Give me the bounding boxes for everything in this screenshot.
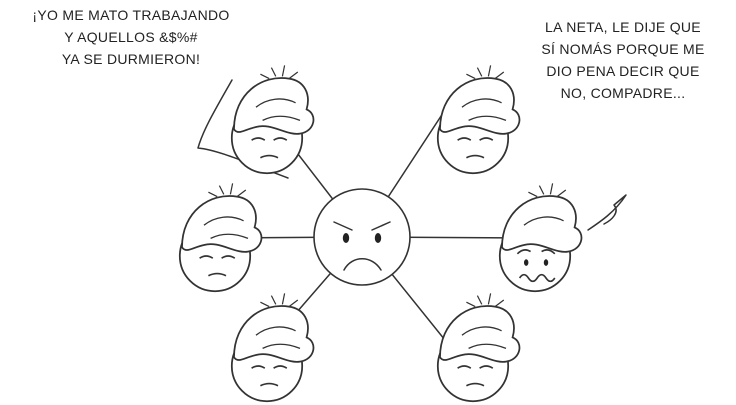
speech-right-line-2: SÍ NOMÁS PORQUE ME <box>541 41 705 57</box>
speech-bubble-left: ¡YO ME MATO TRABAJANDO Y AQUELLOS &$%# Y… <box>6 4 256 70</box>
speech-tail-right <box>587 194 627 231</box>
sleeping-face-top-right <box>436 64 521 175</box>
speech-left-line-1: ¡YO ME MATO TRABAJANDO <box>32 7 230 23</box>
angry-boss-face <box>313 188 411 286</box>
sleeping-face-left <box>178 182 263 293</box>
speech-left-line-3: YA SE DURMIERON! <box>61 51 201 67</box>
speech-right-line-3: DIO PENA DECIR QUE <box>546 63 700 79</box>
speech-left-line-2: Y AQUELLOS &$%# <box>64 29 198 45</box>
speech-right-line-4: NO, COMPADRE... <box>560 85 686 101</box>
sleeping-face-bottom-right <box>436 292 521 403</box>
speech-right-line-1: LA NETA, LE DIJE QUE <box>545 19 701 35</box>
worried-face-right <box>498 182 583 293</box>
sleeping-face-bottom-left <box>230 292 315 403</box>
speech-bubble-right: LA NETA, LE DIJE QUE SÍ NOMÁS PORQUE ME … <box>512 16 734 104</box>
